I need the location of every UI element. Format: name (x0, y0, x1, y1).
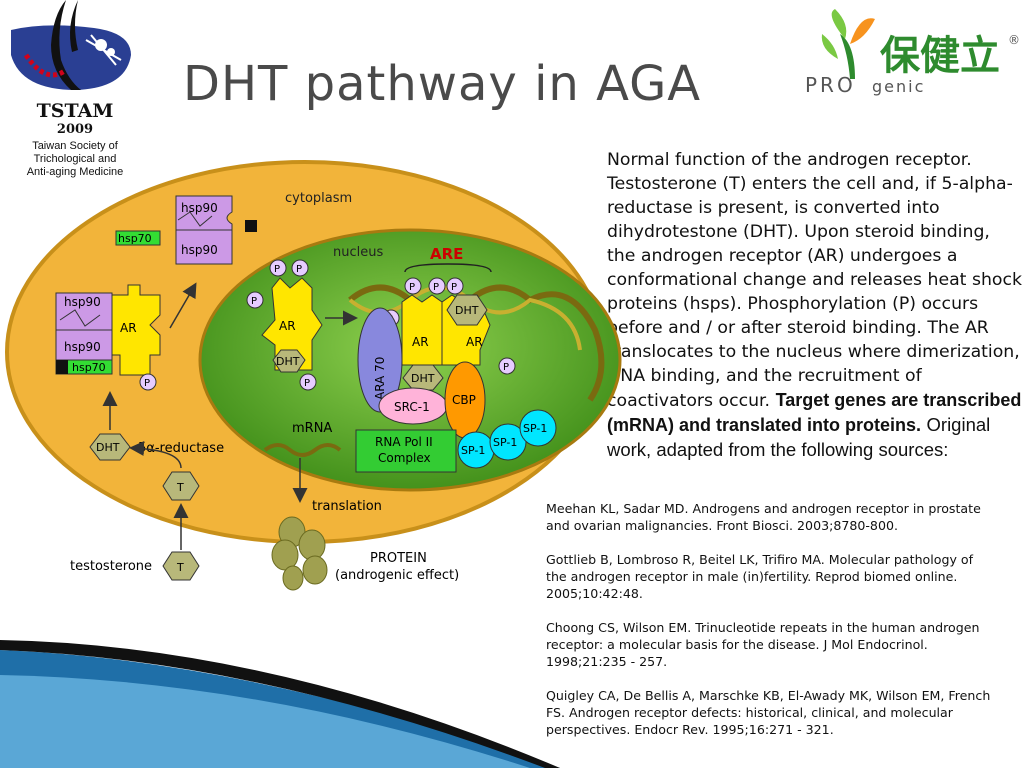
dht-molecule (89, 433, 131, 461)
testosterone-molecule (162, 471, 200, 501)
ar-label: AR (120, 321, 137, 335)
phosphate-label: P (304, 378, 310, 389)
phosphate-label: P (296, 264, 302, 275)
t-label: T (176, 561, 184, 574)
hsp70-tag (115, 230, 161, 246)
dna-helix (348, 284, 605, 402)
reference-item: Gottlieb B, Lombroso R, Beitel LK, Trifi… (546, 552, 974, 601)
rna-pol-complex (355, 429, 457, 473)
phosphate-label: P (409, 282, 415, 293)
references-list: Meehan KL, Sadar MD. Androgens and andro… (546, 500, 996, 755)
sp1 (519, 409, 557, 447)
description-tail: Original work, adapted from the followin… (607, 414, 991, 460)
hsp70-label: hsp70 (72, 361, 106, 374)
src1-label: SRC-1 (394, 400, 430, 414)
ar-dimer: P P P P AR AR DHT DHT P (382, 277, 516, 391)
cytoplasm-label: cytoplasm (285, 191, 352, 206)
hsp-ar-complex: hsp90 hsp90 hsp70 AR P (55, 284, 161, 391)
org-name-line: Taiwan Society of (32, 140, 118, 152)
description-intro: Normal function of the androgen receptor… (607, 150, 1022, 411)
hsp70-label: hsp70 (118, 232, 152, 245)
ar-dht-nucleus: P P P AR DHT P (246, 259, 323, 391)
description-emphasis: Target genes are transcribed (mRNA) and … (607, 390, 1022, 435)
protein-cluster (271, 516, 328, 591)
nucleus-label: nucleus (333, 245, 383, 260)
t-label: T (176, 481, 184, 494)
mrna-strand (263, 443, 342, 457)
phosphate-label: P (451, 282, 457, 293)
org-name-line: Trichological and (33, 153, 117, 165)
phosphate-label: P (503, 362, 509, 373)
released-marker (245, 220, 257, 232)
dht-label: DHT (96, 441, 120, 454)
release-arrow (169, 282, 197, 329)
are-bracket (404, 263, 492, 273)
brand-registered: ® (1008, 33, 1020, 47)
sp1-label: SP-1 (523, 422, 547, 435)
conversion-arrow (129, 440, 182, 469)
reference-item: Choong CS, Wilson EM. Trinucleotide repe… (546, 620, 980, 669)
ar-label: AR (466, 335, 483, 349)
hsp90-label: hsp90 (181, 243, 218, 257)
ar-label: AR (412, 335, 429, 349)
hsp90-label: hsp90 (64, 295, 101, 309)
rna-pol-label: Complex (378, 451, 431, 465)
phosphate-label: P (274, 264, 280, 275)
org-abbreviation: TSTAM (36, 100, 114, 122)
mrna-label: mRNA (292, 421, 332, 436)
hsp-complex-top: hsp90 hsp90 (175, 195, 233, 265)
protein-label: PROTEIN (370, 551, 427, 566)
org-name-line: Anti-aging Medicine (26, 166, 124, 178)
phosphate-label: P (144, 378, 150, 389)
ar-label: AR (279, 319, 296, 333)
dht-label: DHT (276, 355, 300, 368)
translation-label: translation (312, 499, 382, 514)
brand-prefix: PRO (805, 73, 856, 97)
decorative-swoosh (0, 640, 560, 768)
protein-label: (androgenic effect) (335, 568, 459, 583)
ara70-label: ARA 70 (373, 357, 387, 400)
are-label: ARE (430, 245, 463, 263)
phosphate-label: P (433, 282, 439, 293)
org-year: 2009 (56, 122, 94, 137)
hsp90-label: hsp90 (64, 340, 101, 354)
phosphate-label: P (251, 296, 257, 307)
reference-item: Meehan KL, Sadar MD. Androgens and andro… (546, 501, 981, 533)
reference-item: Quigley CA, De Bellis A, Marschke KB, El… (546, 688, 991, 737)
dht-label: DHT (455, 304, 479, 317)
brand-chinese: 保健立 (880, 33, 1000, 79)
ara70 (357, 307, 403, 413)
hsp90-label: hsp90 (181, 201, 218, 215)
page-title: DHT pathway in AGA (183, 56, 702, 112)
dht-pathway-diagram: cytoplasm nucleus ARE hsp90 hsp90 hsp70 … (5, 160, 622, 591)
brand-suffix: genic (872, 77, 925, 96)
description-text: Normal function of the androgen receptor… (607, 148, 1022, 463)
testosterone-label: testosterone (70, 559, 152, 574)
progenic-logo: 保健立 ® PRO genic (805, 9, 1020, 97)
sp1-label: SP-1 (461, 444, 485, 457)
dht-label: DHT (411, 372, 435, 385)
testosterone-molecule (162, 551, 200, 581)
five-alpha-reductase-label: 5α-reductase (138, 441, 224, 456)
cbp-label: CBP (452, 393, 476, 407)
sp1-label: SP-1 (493, 436, 517, 449)
rna-pol-label: RNA Pol II (375, 435, 433, 449)
tstam-emblem (11, 0, 131, 90)
